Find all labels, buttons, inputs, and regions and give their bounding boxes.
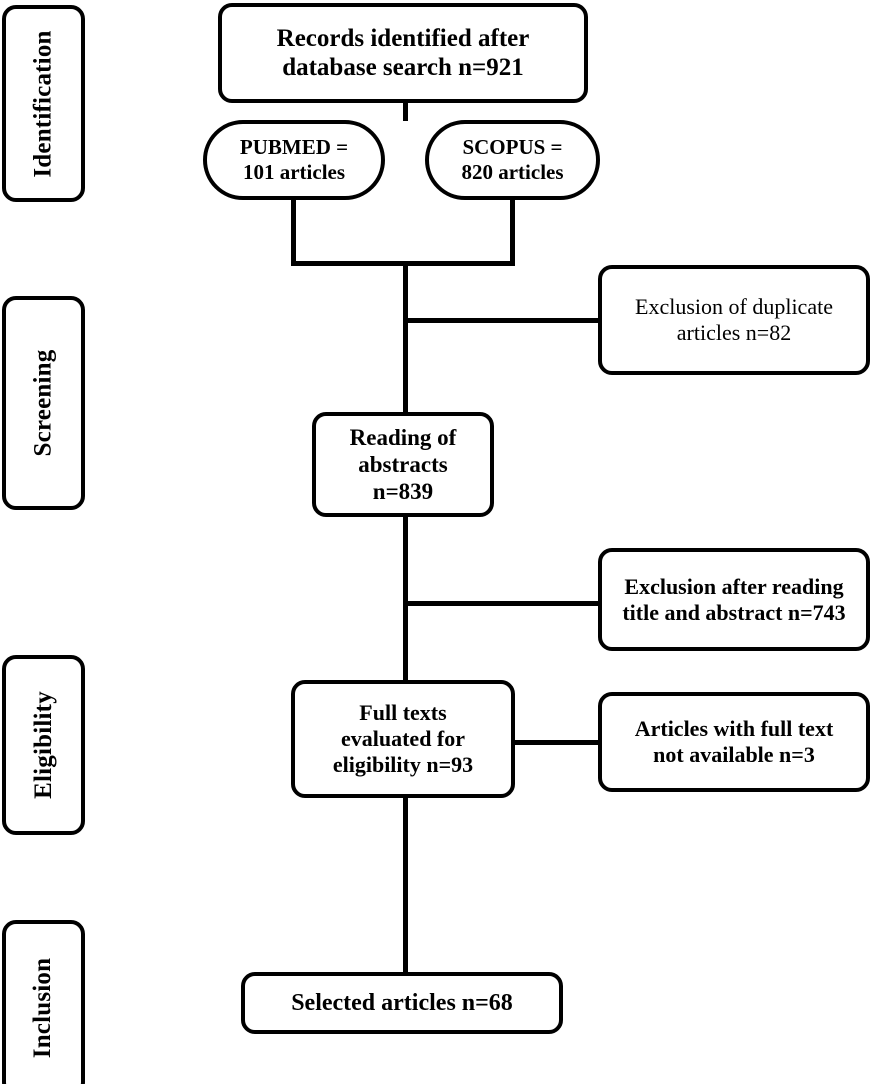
node-records-identified-label: Records identified after database search…: [276, 24, 530, 82]
node-fulltext-evaluated: Full texts evaluated for eligibility n=9…: [291, 680, 515, 798]
node-scopus-source-label: SCOPUS = 820 articles: [461, 135, 564, 184]
node-selected-articles-label: Selected articles n=68: [291, 989, 513, 1016]
connector-scopus-down: [510, 198, 515, 265]
node-reading-abstracts-label: Reading of abstracts n=839: [349, 424, 457, 505]
stage-label-identification-text: Identification: [29, 29, 57, 178]
node-records-identified: Records identified after database search…: [218, 3, 588, 103]
node-scopus-source: SCOPUS = 820 articles: [425, 120, 600, 200]
connector-to-exclusion2-box: [403, 601, 601, 606]
stage-label-screening-text: Screening: [29, 349, 57, 457]
stage-label-identification: Identification: [2, 5, 85, 202]
node-fulltext-evaluated-label: Full texts evaluated for eligibility n=9…: [332, 700, 474, 777]
node-duplicate-exclusion-label: Exclusion of duplicate articles n=82: [635, 294, 833, 345]
stage-label-inclusion: Inclusion: [2, 920, 85, 1084]
node-duplicate-exclusion: Exclusion of duplicate articles n=82: [598, 265, 870, 375]
connector-spine-to-abstracts: [403, 261, 408, 414]
stage-label-inclusion-text: Inclusion: [29, 957, 57, 1059]
node-title-abstract-exclusion-label: Exclusion after reading title and abstra…: [622, 573, 846, 625]
node-pubmed-source: PUBMED = 101 articles: [203, 120, 385, 200]
stage-label-eligibility: Eligibility: [2, 655, 85, 835]
connector-to-duplicates-box: [403, 318, 601, 323]
connector-abstracts-to-fulltext: [403, 515, 408, 683]
node-reading-abstracts: Reading of abstracts n=839: [312, 412, 494, 517]
connector-fulltext-to-selected: [403, 796, 408, 974]
connector-pubmed-down: [291, 198, 296, 265]
node-selected-articles: Selected articles n=68: [241, 972, 563, 1034]
connector-records-to-sources: [403, 103, 408, 121]
node-title-abstract-exclusion: Exclusion after reading title and abstra…: [598, 548, 870, 651]
stage-label-eligibility-text: Eligibility: [29, 691, 57, 799]
node-fulltext-not-available: Articles with full text not available n=…: [598, 692, 870, 792]
node-fulltext-not-available-label: Articles with full text not available n=…: [634, 716, 834, 767]
node-pubmed-source-label: PUBMED = 101 articles: [239, 135, 349, 184]
connector-to-notavailable-box: [513, 740, 601, 745]
stage-label-screening: Screening: [2, 296, 85, 510]
